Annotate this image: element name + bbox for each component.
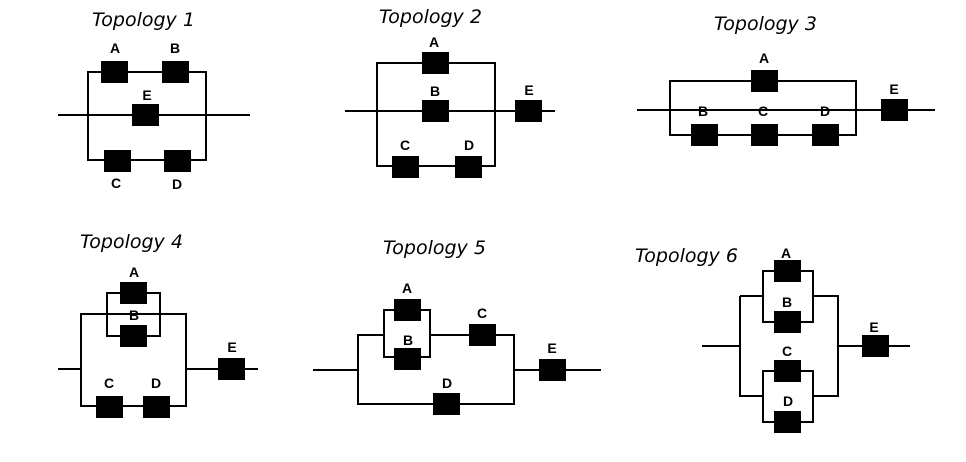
topology-6-wires (702, 270, 910, 423)
topology-5-wires (313, 309, 601, 405)
topology-3-label-e: E (889, 81, 898, 97)
topology-5-label-c: C (477, 305, 487, 321)
topology-5-title: Topology 5 (383, 237, 486, 259)
topology-3-title: Topology 3 (714, 13, 817, 35)
topology-6-block-d (774, 411, 801, 433)
topology-5-label-b: B (403, 332, 413, 348)
topology-5-label-a: A (402, 280, 412, 296)
topology-6-block-a (774, 260, 801, 282)
topology-2-block-a (422, 52, 449, 74)
topology-2-block-b (422, 100, 449, 122)
topology-4-label-d: D (151, 375, 161, 391)
topology-6-label-a: A (781, 245, 791, 261)
topology-3-block-d (812, 124, 839, 146)
topology-1-label-c: C (111, 175, 121, 191)
topology-5: Topology 5 A B C D E (313, 237, 601, 415)
topology-6-block-e (862, 335, 889, 357)
topology-5-label-d: D (442, 375, 452, 391)
topology-3-block-e (881, 99, 908, 121)
topology-2-title: Topology 2 (379, 6, 482, 28)
topology-1-title: Topology 1 (92, 9, 195, 31)
topology-6-block-b (774, 311, 801, 333)
topology-6: Topology 6 A B C D E (635, 245, 910, 433)
topology-1: Topology 1 A B E C D (58, 9, 250, 192)
topology-4-label-c: C (104, 375, 114, 391)
topology-5-block-a (394, 299, 421, 321)
topology-6-block-c (774, 360, 801, 382)
topology-1-block-c (104, 150, 131, 172)
topology-2: Topology 2 A B C D E (345, 6, 555, 178)
topology-4-label-a: A (129, 264, 139, 280)
topology-5-label-e: E (547, 340, 556, 356)
topology-2-block-e (515, 100, 542, 122)
topology-3-label-a: A (759, 50, 769, 66)
topology-3-block-a (751, 70, 778, 92)
topology-4-block-e (218, 358, 245, 380)
topology-5-block-c (469, 324, 496, 346)
topology-4-block-c (96, 396, 123, 418)
topology-4-label-e: E (227, 339, 236, 355)
topology-4-title: Topology 4 (80, 231, 183, 253)
topology-2-label-a: A (429, 34, 439, 50)
topology-5-block-d (433, 393, 460, 415)
topology-1-label-e: E (142, 87, 151, 103)
topology-2-label-e: E (524, 82, 533, 98)
topology-5-block-e (539, 359, 566, 381)
topology-4-label-b: B (129, 307, 139, 323)
topology-2-label-b: B (430, 83, 440, 99)
topology-2-block-c (392, 156, 419, 178)
topology-2-label-d: D (464, 137, 474, 153)
topology-6-label-e: E (869, 319, 878, 335)
topology-4-block-d (143, 396, 170, 418)
topology-4-block-a (120, 282, 147, 304)
topology-1-label-a: A (110, 40, 120, 56)
topology-3: Topology 3 A B C D E (637, 13, 935, 146)
topology-6-title: Topology 6 (635, 245, 738, 267)
topology-4-block-b (120, 325, 147, 347)
topology-5-block-b (394, 348, 421, 370)
topology-3-label-c: C (758, 103, 768, 119)
topology-1-block-e (132, 104, 159, 126)
topology-1-block-d (164, 150, 191, 172)
topology-6-label-d: D (783, 393, 793, 409)
topology-1-label-b: B (170, 40, 180, 56)
topology-6-label-b: B (782, 294, 792, 310)
topology-1-block-b (162, 61, 189, 83)
topology-4-wires (58, 292, 258, 407)
topology-1-label-d: D (172, 176, 182, 192)
topology-6-label-c: C (782, 343, 792, 359)
topology-3-block-b (691, 124, 718, 146)
topology-2-block-d (455, 156, 482, 178)
topology-2-label-c: C (400, 137, 410, 153)
topology-1-block-a (101, 61, 128, 83)
topology-3-label-d: D (820, 103, 830, 119)
topology-4: Topology 4 A B C D E (58, 231, 258, 418)
topology-3-label-b: B (698, 103, 708, 119)
topology-3-block-c (751, 124, 778, 146)
